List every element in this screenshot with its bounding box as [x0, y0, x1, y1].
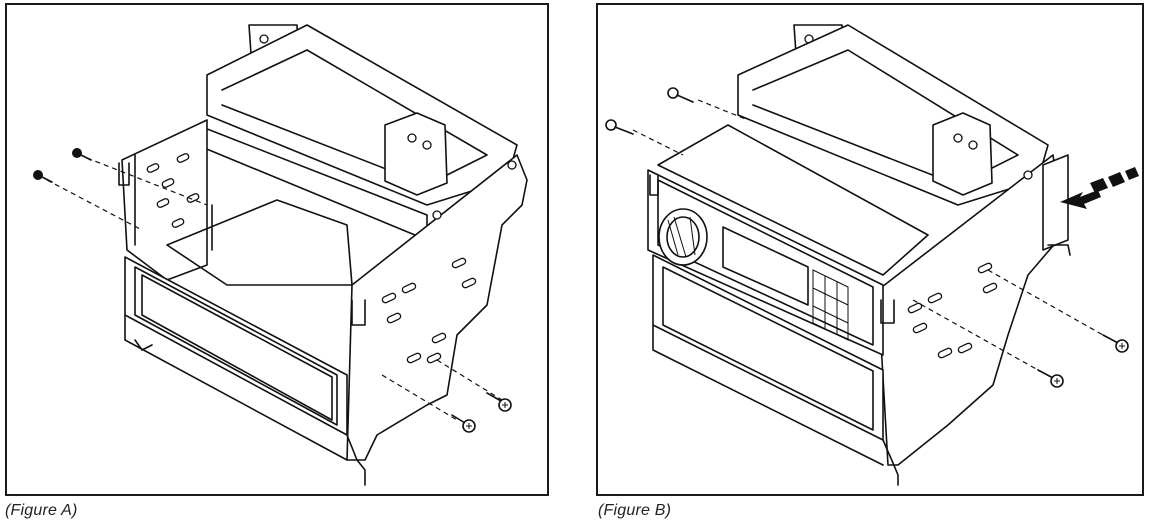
screw-icon: [33, 170, 53, 183]
figure-b-caption: (Figure B): [598, 502, 672, 519]
radio-top: [657, 124, 929, 276]
radio-display: [722, 226, 809, 306]
screw-icon: [667, 87, 694, 103]
figure-a-caption: (Figure A): [5, 502, 78, 519]
insert-arrow-icon: [1060, 167, 1139, 209]
screw-icon: [72, 148, 92, 161]
screw-icon: [1102, 334, 1129, 353]
screw-icon: [486, 392, 512, 412]
figure-b-drawing: [605, 24, 1139, 486]
front-tab-right: [384, 112, 448, 196]
screw-icon: [451, 414, 476, 433]
figure-b-panel: [596, 3, 1144, 496]
right-side-plate: [346, 154, 528, 461]
screw-icon: [605, 119, 634, 135]
screw-icon: [1037, 369, 1064, 388]
figure-a-panel: [5, 3, 549, 496]
top-frame: [206, 24, 518, 206]
figure-a-drawing: [33, 24, 528, 486]
